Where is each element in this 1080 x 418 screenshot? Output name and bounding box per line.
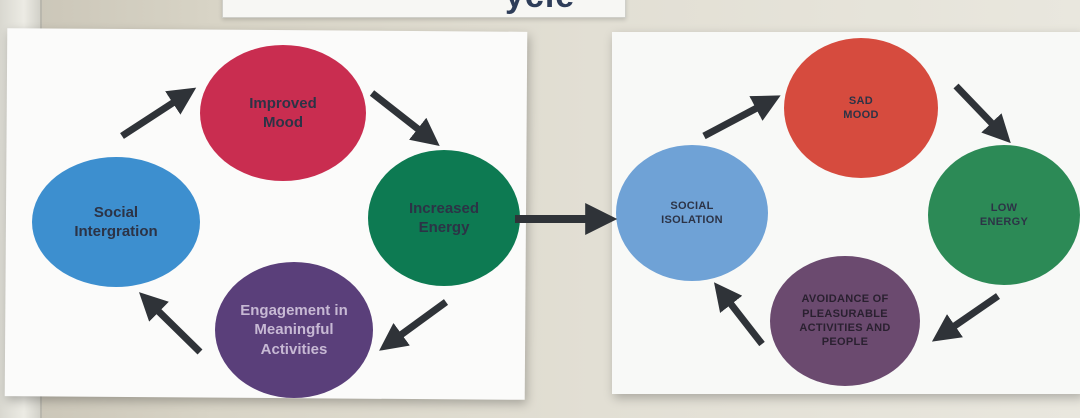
top-sign-text: ycle: [505, 0, 575, 16]
social-isolation-circle: SOCIAL ISOLATION: [616, 145, 768, 281]
social-isolation-label: SOCIAL ISOLATION: [661, 199, 723, 226]
sad-mood-label: SAD MOOD: [843, 94, 879, 121]
social-integration-circle: Social Intergration: [32, 157, 200, 287]
improved-mood-label: Improved Mood: [249, 94, 317, 132]
increased-energy-circle: Increased Energy: [368, 150, 520, 286]
sad-mood-circle: SAD MOOD: [784, 38, 938, 178]
top-sign: ycle: [222, 0, 626, 18]
social-integration-label: Social Intergration: [74, 203, 158, 241]
avoidance-label: AVOIDANCE OF PLEASURABLE ACTIVITIES AND …: [799, 293, 891, 349]
engagement-circle: Engagement in Meaningful Activities: [215, 262, 373, 398]
avoidance-circle: AVOIDANCE OF PLEASURABLE ACTIVITIES AND …: [770, 256, 920, 386]
engagement-label: Engagement in Meaningful Activities: [240, 301, 348, 358]
low-energy-label: LOW ENERGY: [979, 201, 1029, 228]
improved-mood-circle: Improved Mood: [200, 45, 366, 181]
increased-energy-label: Increased Energy: [408, 199, 480, 237]
low-energy-circle: LOW ENERGY: [928, 145, 1080, 285]
